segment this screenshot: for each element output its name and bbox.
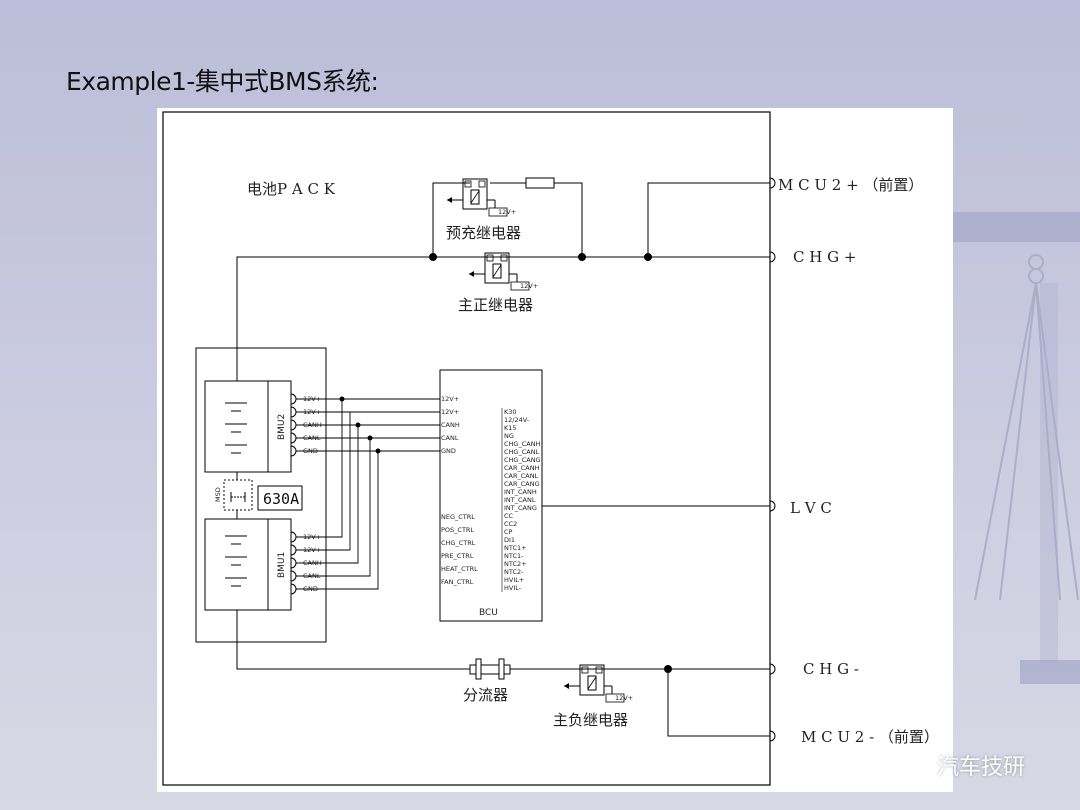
msd-label: MSD — [214, 487, 222, 502]
slide-title: Example1-集中式BMS系统: — [66, 67, 379, 96]
bcu-pin-label: NTC2+ — [504, 560, 527, 568]
bcu-pin-label: CAR_CANH — [504, 464, 540, 472]
watermark-text: 汽车技研 — [937, 755, 1026, 780]
bcu-pin-label: CHG_CTRL — [441, 539, 476, 547]
bcu-pin-label: CP — [504, 528, 513, 536]
bcu-box — [439, 369, 543, 622]
bcu-right-pins: K30 12/24V- K15 NG CHG_CANH CHG_CANL CHG… — [504, 408, 541, 592]
wiring-diagram-svg: 电池P A C K 12V+ 预充继电器 12V+ 主正继电器 12V+ 主负继… — [162, 111, 939, 786]
bmu1-label: BMU1 — [277, 552, 287, 578]
bcu-pin-label: CAR_CANL — [504, 472, 539, 480]
terminal-chg-positive: C H G + — [793, 248, 856, 266]
battery-module-box — [195, 347, 327, 643]
wechat-icon — [895, 748, 931, 782]
bcu-pin-label: 12V+ — [441, 408, 459, 416]
bcu-pin-label: HEAT_CTRL — [441, 565, 478, 573]
bcu-pin-label: NG — [504, 432, 514, 440]
bcu-pin-label: CHG_CANG — [504, 456, 541, 464]
bcu-pin-label: PRE_CTRL — [441, 552, 474, 560]
precharge-relay-label: 预充继电器 — [446, 224, 521, 242]
cell-stack-upper — [204, 380, 269, 473]
bcu-pin-label: NTC1+ — [504, 544, 527, 552]
bcu-pin-label: CANH — [441, 421, 460, 429]
bcu-left-pins-top: 12V+ 12V+ CANH CANL GND — [441, 395, 460, 455]
bcu-pin-label: CANL — [441, 434, 459, 442]
bcu-pin-label: CAR_CANG — [504, 480, 540, 488]
terminal-lvc: L V C — [790, 499, 832, 517]
terminal-chg-negative: C H G - — [803, 660, 859, 678]
bcu-pin-label: CC2 — [504, 520, 517, 528]
bcu-pin-label: 12V+ — [441, 395, 459, 403]
bcu-pin-label: DI1 — [504, 536, 515, 544]
fuse-rating-box — [257, 485, 303, 511]
bcu-pin-label: INT_CANH — [504, 488, 537, 496]
watermark: 汽车技研 — [895, 748, 1025, 782]
terminal-mcu2-positive: M C U 2 + （前置） — [778, 176, 923, 194]
bcu-pin-label: CC — [504, 512, 514, 520]
bmu1-box — [267, 518, 292, 611]
shunt-symbol — [469, 658, 511, 680]
bmu2-label: BMU2 — [277, 414, 287, 440]
terminal-mcu2-negative: M C U 2 - （前置） — [801, 728, 939, 746]
bcu-left-pins-bottom: NEG_CTRL POS_CTRL CHG_CTRL PRE_CTRL HEAT… — [441, 513, 478, 586]
bcu-pin-label: NEG_CTRL — [441, 513, 475, 521]
main-negative-relay-label: 主负继电器 — [553, 711, 628, 729]
bcu-pin-label: INT_CANL — [504, 496, 536, 504]
shunt-label: 分流器 — [463, 686, 508, 704]
bmu2-box — [267, 380, 292, 473]
bcu-pin-label: FAN_CTRL — [441, 578, 474, 586]
bcu-pin-label: CHG_CANH — [504, 440, 541, 448]
bcu-pin-label: NTC1- — [504, 552, 524, 560]
bcu-pin-label: HVIL- — [504, 584, 522, 592]
precharge-relay-coil-label: 12V+ — [498, 208, 516, 216]
bcu-pin-label: K15 — [504, 424, 517, 432]
bcu-pin-label: NTC2- — [504, 568, 524, 576]
msd-switch-symbol — [223, 479, 253, 511]
battery-pack-label: 电池P A C K — [247, 180, 336, 198]
bcu-pin-label: K30 — [504, 408, 517, 416]
bms-wiring-diagram: 电池P A C K 12V+ 预充继电器 12V+ 主正继电器 12V+ 主负继… — [157, 108, 953, 792]
bcu-pin-label: GND — [441, 447, 456, 455]
bcu-label: BCU — [479, 608, 498, 618]
bcu-pin-label: HVIL+ — [504, 576, 524, 584]
fuse-rating-label: 630A — [263, 490, 299, 508]
precharge-resistor — [525, 177, 555, 189]
battery-pack-boundary — [162, 111, 771, 786]
main-negative-relay-coil-label: 12V+ — [615, 694, 633, 702]
main-positive-relay-coil-label: 12V+ — [520, 282, 538, 290]
bcu-pin-label: 12/24V- — [504, 416, 530, 424]
bcu-pin-label: INT_CANG — [504, 504, 537, 512]
bcu-pin-label: CHG_CANL — [504, 448, 540, 456]
main-positive-relay-label: 主正继电器 — [458, 296, 533, 314]
bcu-pin-label: POS_CTRL — [441, 526, 474, 534]
